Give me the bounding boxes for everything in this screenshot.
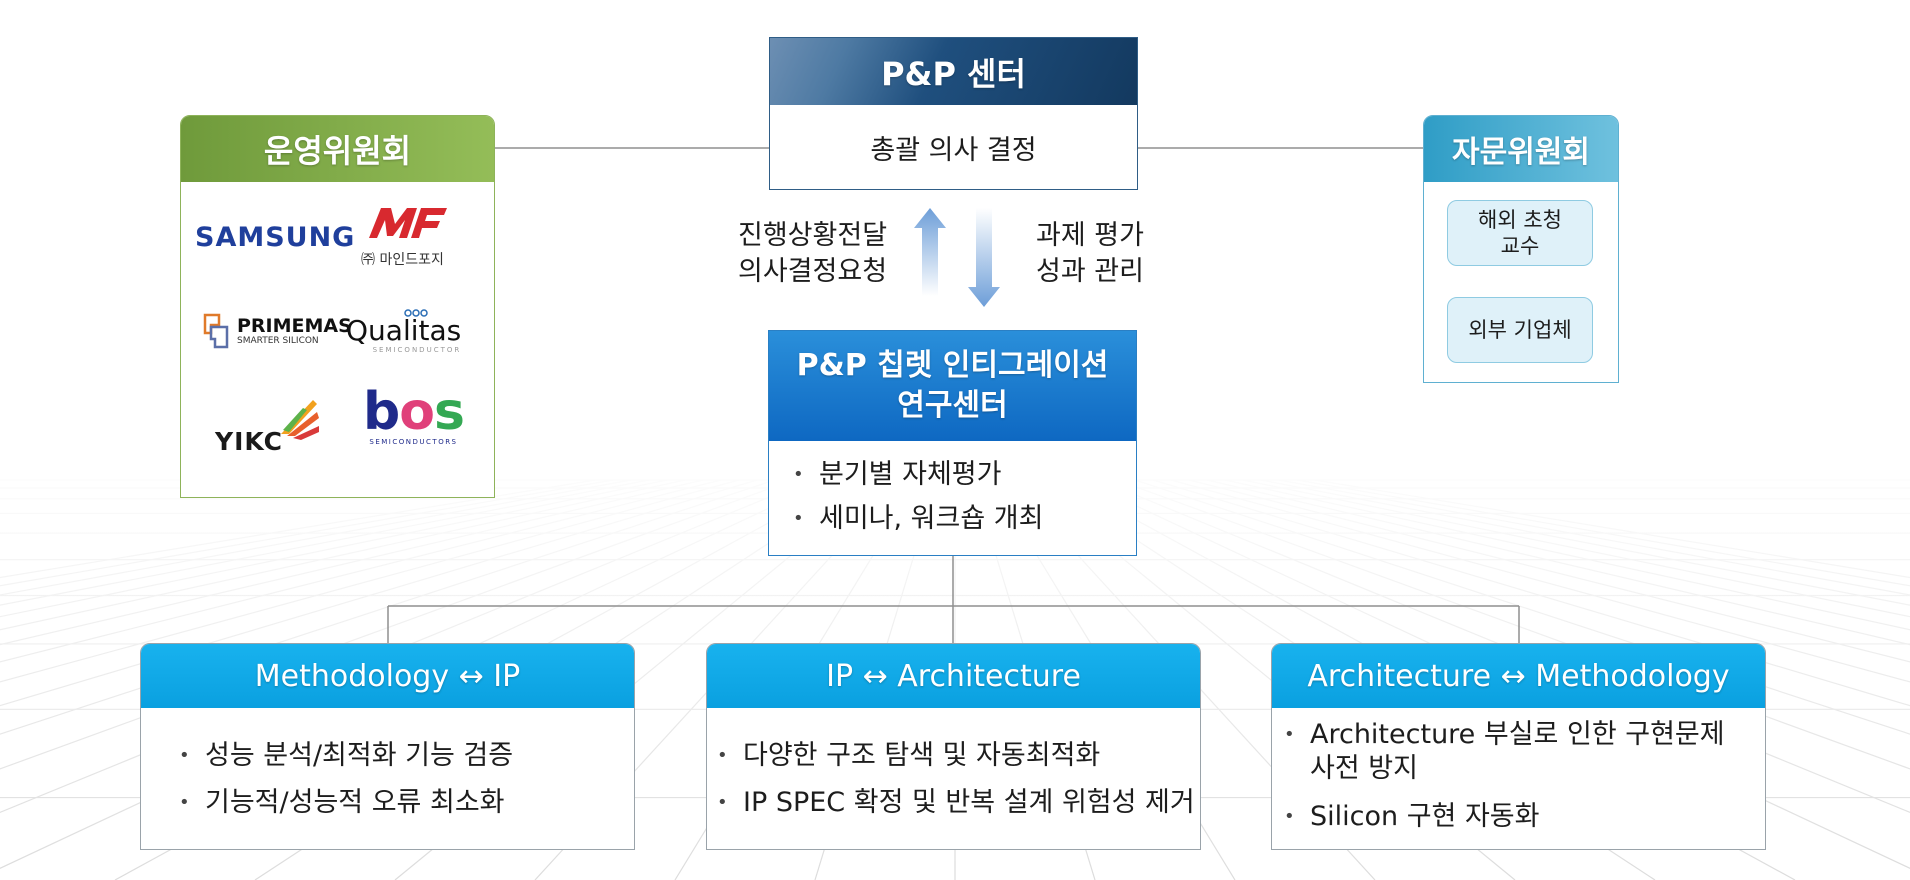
methodology-ip-list: 성능 분석/최적화 기능 검증 기능적/성능적 오류 최소화 <box>171 732 513 826</box>
qualitas-logo: Qualitas SEMICONDUCTOR <box>346 308 461 354</box>
bos-logo: bos SEMICONDUCTORS bos <box>363 382 465 446</box>
pp-center-box: P&P 센터 총괄 의사 결정 <box>769 37 1138 190</box>
down-arrow-icon <box>968 208 1000 307</box>
list-item: IP SPEC 확정 및 반복 설계 위험성 제거 <box>709 779 1195 826</box>
list-item: 분기별 자체평가 <box>785 453 1043 497</box>
architecture-methodology-list: Architecture 부실로 인한 구현문제 사전 방지 Silicon 구… <box>1276 718 1725 834</box>
steering-committee-box: 운영위원회 SAMSUNG ㈜ 마인드포지 PRIMEMAS SMARTER S… <box>180 115 495 498</box>
advisory-committee-box: 자문위원회 해외 초청 교수 외부 기업체 <box>1423 115 1619 383</box>
pp-center-description: 총괄 의사 결정 <box>870 134 1037 166</box>
list-item: Architecture 부실로 인한 구현문제 <box>1276 718 1725 752</box>
samsung-logo: SAMSUNG <box>195 222 356 253</box>
list-item: 다양한 구조 탐색 및 자동최적화 <box>709 732 1195 779</box>
list-item: Silicon 구현 자동화 <box>1276 800 1725 834</box>
research-center-title: P&P 칩렛 인티그레이션 연구센터 <box>769 331 1136 441</box>
architecture-methodology-box: Architecture ↔ Methodology Architecture … <box>1271 643 1766 850</box>
advisory-committee-title: 자문위원회 <box>1424 116 1618 182</box>
list-item-continuation: 사전 방지 <box>1310 753 1418 784</box>
list-item: 기능적/성능적 오류 최소화 <box>171 779 513 826</box>
mindforge-logo: ㈜ 마인드포지 <box>361 202 461 272</box>
pp-center-title: P&P 센터 <box>770 38 1137 105</box>
advisory-item-external-company: 외부 기업체 <box>1447 297 1593 363</box>
list-item: 세미나, 워크숍 개최 <box>785 497 1043 541</box>
yikc-wings-icon <box>281 400 320 440</box>
ip-architecture-box: IP ↔ Architecture 다양한 구조 탐색 및 자동최적화 IP S… <box>706 643 1201 850</box>
research-center-list: 분기별 자체평가 세미나, 워크숍 개최 <box>785 453 1043 541</box>
yikc-logo: YIKC <box>215 396 321 456</box>
upward-label-progress: 진행상황전달 <box>738 220 888 251</box>
downward-label-performance: 성과 관리 <box>1036 256 1144 287</box>
downward-flow-labels: 과제 평가 성과 관리 <box>1036 218 1144 290</box>
steering-committee-title: 운영위원회 <box>181 116 494 182</box>
primemas-mark-icon <box>203 313 229 349</box>
architecture-methodology-title: Architecture ↔ Methodology <box>1272 644 1765 708</box>
qualitas-dots-icon <box>404 309 428 317</box>
methodology-ip-box: Methodology ↔ IP 성능 분석/최적화 기능 검증 기능적/성능적… <box>140 643 635 850</box>
methodology-ip-title: Methodology ↔ IP <box>141 644 634 708</box>
upward-label-decision-request: 의사결정요청 <box>738 256 888 287</box>
primemas-logo: PRIMEMAS SMARTER SILICON <box>201 313 352 349</box>
ip-architecture-title: IP ↔ Architecture <box>707 644 1200 708</box>
mindforge-mark-icon <box>369 208 447 238</box>
upward-flow-labels: 진행상황전달 의사결정요청 <box>738 218 887 290</box>
ip-architecture-list: 다양한 구조 탐색 및 자동최적화 IP SPEC 확정 및 반복 설계 위험성… <box>709 732 1195 826</box>
advisory-item-overseas-professor: 해외 초청 교수 <box>1447 200 1593 266</box>
downward-label-evaluation: 과제 평가 <box>1036 220 1144 251</box>
research-center-box: P&P 칩렛 인티그레이션 연구센터 분기별 자체평가 세미나, 워크숍 개최 <box>768 330 1137 556</box>
up-arrow-icon <box>914 208 946 296</box>
list-item: 성능 분석/최적화 기능 검증 <box>171 732 513 779</box>
